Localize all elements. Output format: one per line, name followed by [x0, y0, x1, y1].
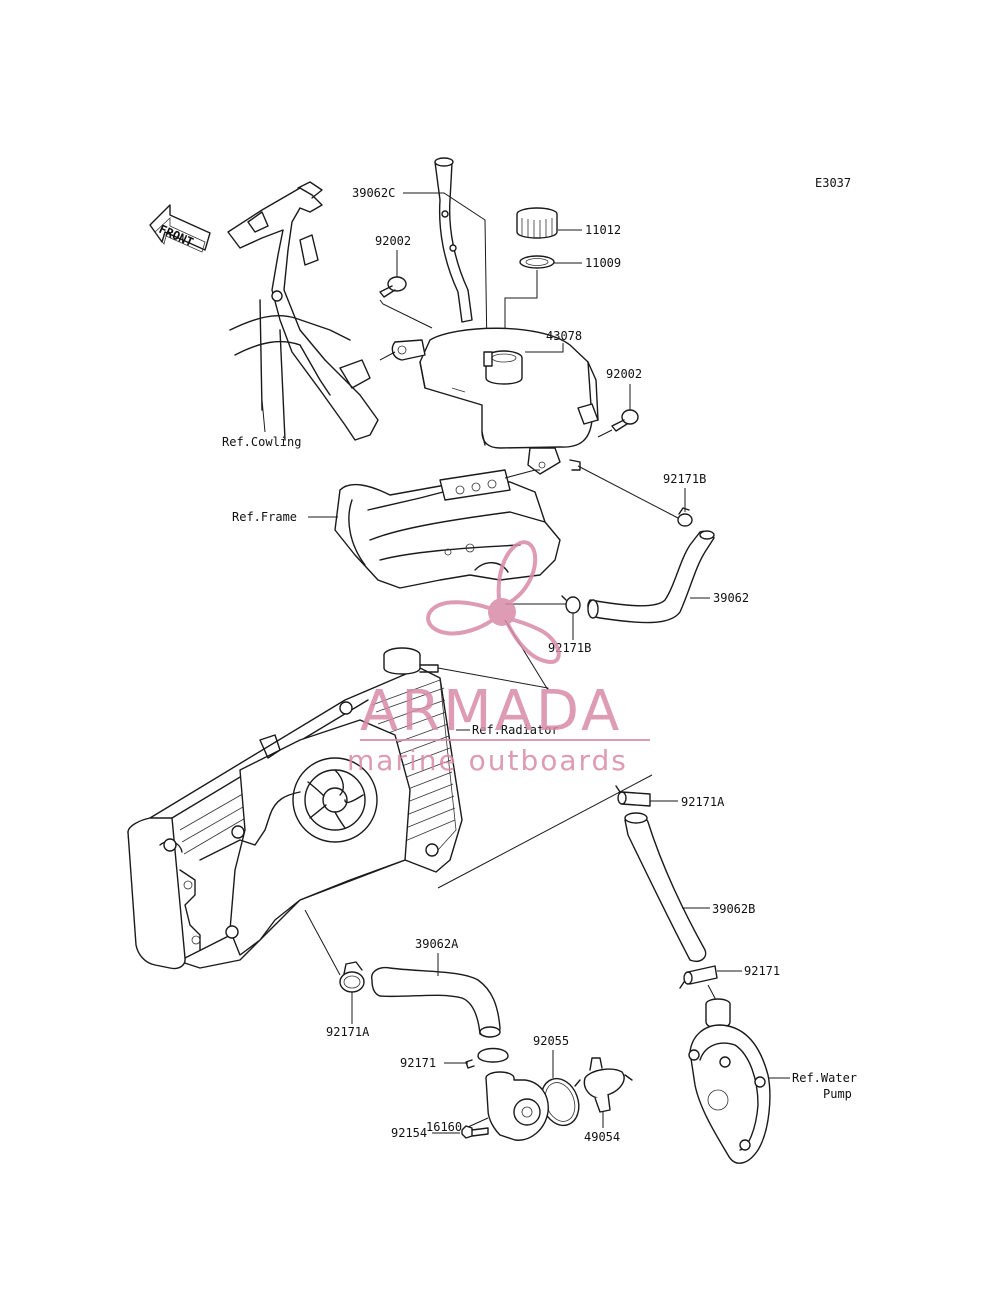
thermostat-housing-16160 [485, 1071, 549, 1141]
part-label-92171b-upper: 92171B [663, 472, 706, 486]
bolt-92002-left [379, 276, 407, 298]
clamp-92171-left [465, 1047, 509, 1069]
part-label-11009: 11009 [585, 256, 621, 270]
bolt-92002-right [611, 409, 639, 432]
ref-frame-label: Ref.Frame [232, 510, 297, 524]
cowling-bracket [227, 181, 379, 441]
hose-39062c [434, 157, 473, 323]
part-label-39062b: 39062B [712, 902, 755, 916]
clamp-92171a-right [615, 785, 651, 807]
front-arrow-icon: FRONT [149, 204, 211, 253]
watermark-brand: ARMADA [360, 679, 622, 744]
part-label-92171-right: 92171 [744, 964, 780, 978]
reservoir-cap-11012 [516, 207, 558, 239]
part-label-92171a-left: 92171A [326, 1025, 370, 1039]
part-label-49054: 49054 [584, 1130, 620, 1144]
part-label-39062a: 39062A [415, 937, 459, 951]
ref-cowling-label: Ref.Cowling [222, 435, 301, 449]
hose-39062a [371, 966, 501, 1038]
clamp-92171-right [679, 965, 718, 989]
reservoir-tank-43078 [391, 327, 599, 475]
ref-water-pump-label-2: Pump [823, 1087, 852, 1101]
part-label-92055: 92055 [533, 1034, 569, 1048]
watermark-tagline: marine outboards [347, 744, 628, 777]
thermostat-49054 [574, 1057, 633, 1113]
clamp-92171b-upper [677, 507, 693, 527]
part-label-39062c: 39062C [352, 186, 395, 200]
frame-section [334, 469, 561, 589]
radiator-fan [292, 757, 378, 843]
part-label-43078: 43078 [546, 329, 582, 343]
part-label-92171-left: 92171 [400, 1056, 436, 1070]
water-pump [688, 998, 771, 1164]
seal-ring-11009 [519, 255, 555, 269]
radiator-assembly [127, 647, 463, 970]
bolt-92154 [461, 1125, 489, 1139]
part-label-92154: 92154 [391, 1126, 427, 1140]
diagram-code: E3037 [815, 176, 851, 190]
part-label-39062: 39062 [713, 591, 749, 605]
hose-39062 [587, 530, 715, 624]
propeller-logo-icon [426, 540, 561, 664]
part-label-92002-right: 92002 [606, 367, 642, 381]
part-label-92171a-right: 92171A [681, 795, 725, 809]
ref-water-pump-label-1: Ref.Water [792, 1071, 857, 1085]
watermark: ARMADA marine outboards [347, 540, 650, 777]
clamp-92171a-left [339, 961, 365, 993]
ref-radiator-label: Ref.Radiator [472, 723, 559, 737]
part-label-11012: 11012 [585, 223, 621, 237]
part-label-92002-left: 92002 [375, 234, 411, 248]
part-label-16160: 16160 [426, 1120, 462, 1134]
hose-39062b [624, 812, 707, 962]
